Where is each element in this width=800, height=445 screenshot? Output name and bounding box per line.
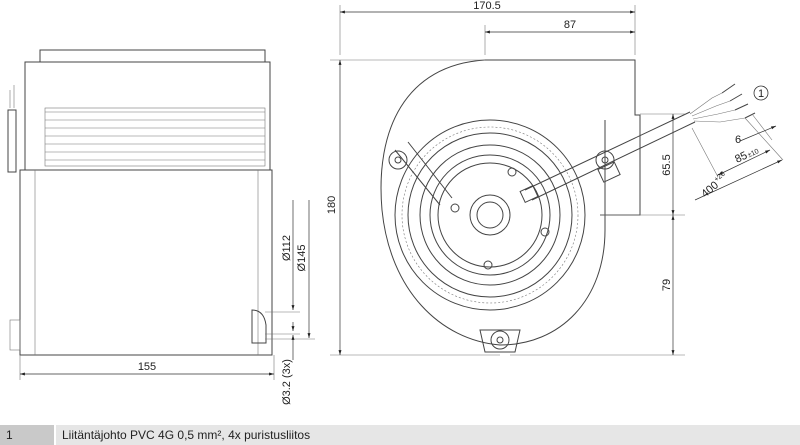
front-view	[380, 59, 756, 353]
dim-hole-dia: Ø3.2 (3x)	[281, 359, 293, 405]
dim-400-tolerance: +20	[713, 170, 727, 183]
legend-row: 1 Liitäntäjohto PVC 4G 0,5 mm², 4x puris…	[0, 425, 800, 445]
dimension-diameters: Ø112 Ø145 Ø3.2 (3x)	[265, 200, 315, 405]
dim-6: 6	[735, 134, 741, 146]
technical-drawing: 155 Ø112 Ø145 Ø3.2 (3x)	[7, 0, 784, 405]
dim-170-5: 170.5	[473, 0, 501, 12]
callout-1: 1	[753, 85, 769, 101]
dim-85: 85	[733, 150, 749, 166]
side-view	[7, 49, 273, 356]
dimension-overall-width: 170.5 87	[339, 0, 636, 55]
dim-dia-145: Ø145	[296, 245, 308, 272]
callout-number: 1	[758, 88, 764, 100]
dimension-depth: 155	[19, 355, 275, 380]
dim-87: 87	[564, 19, 576, 31]
dim-155: 155	[138, 361, 156, 373]
dim-65-5: 65.5	[661, 154, 673, 175]
dim-dia-112: Ø112	[281, 235, 293, 261]
legend-description: Liitäntäjohto PVC 4G 0,5 mm², 4x puristu…	[56, 425, 800, 445]
dimension-right: 65.5 79	[510, 113, 685, 356]
dim-180: 180	[326, 196, 338, 214]
dimension-height: 180	[326, 59, 500, 356]
dim-85-tolerance: ±10	[747, 148, 761, 159]
dim-79: 79	[661, 279, 673, 291]
dimension-cable: 6 85 ±10 400 +20	[691, 113, 784, 201]
legend-number: 1	[0, 425, 54, 445]
